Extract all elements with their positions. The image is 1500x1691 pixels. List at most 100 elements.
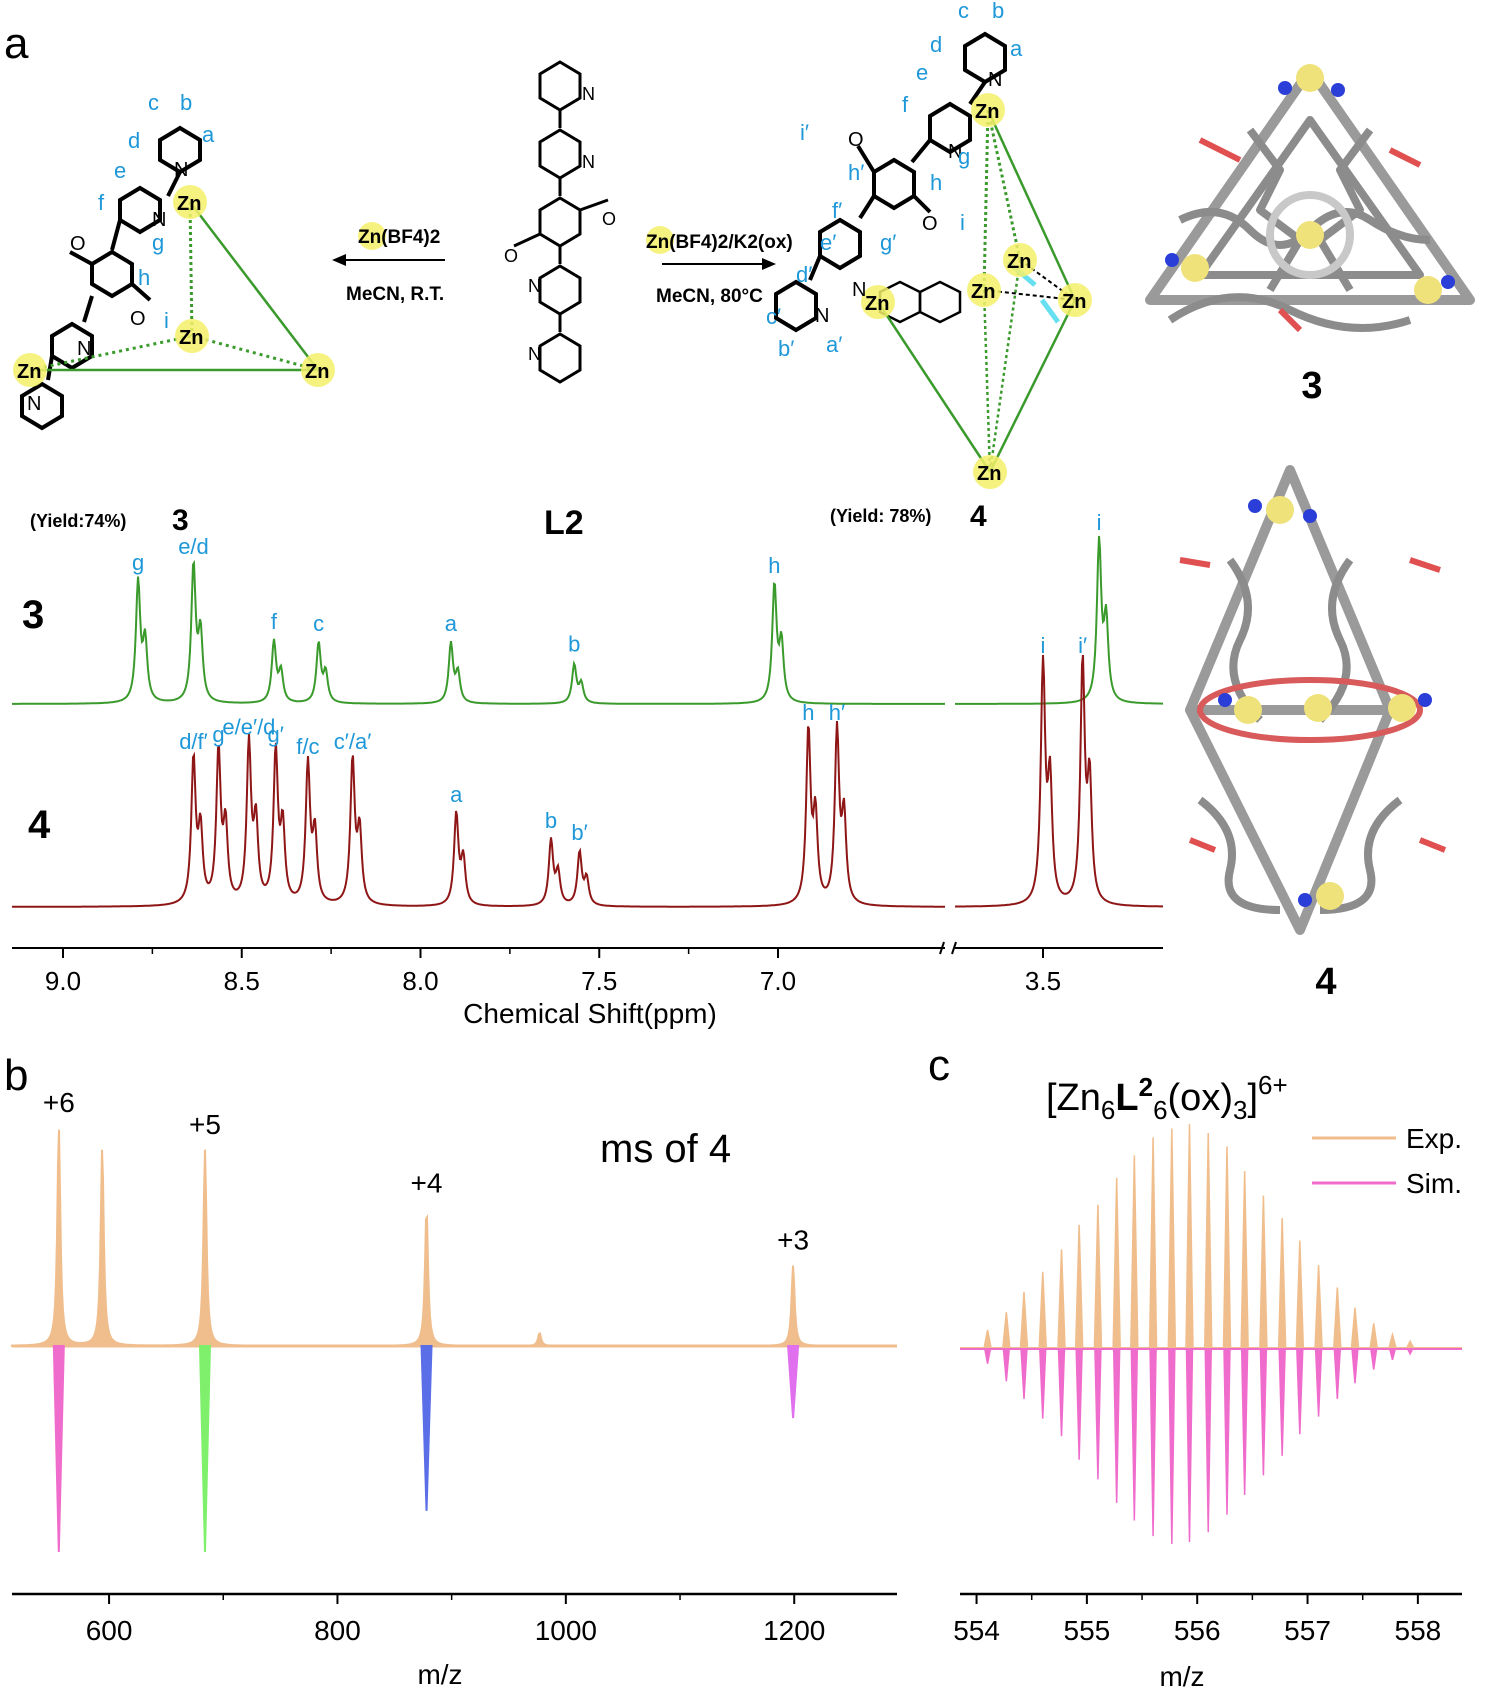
svg-text:e′: e′	[820, 230, 836, 255]
ms-charge-label: +3	[777, 1224, 809, 1255]
iso-sim-peak	[1057, 1347, 1066, 1437]
compound-label-3: 3	[172, 504, 189, 537]
svg-text:b: b	[992, 0, 1004, 23]
nmr-peak-label: c′/a′	[334, 729, 372, 754]
o-label: O	[70, 233, 86, 255]
compound-label-4: 4	[970, 500, 987, 533]
iso-sim-peak	[1314, 1347, 1323, 1417]
nmr-xlabel: Chemical Shift(ppm)	[463, 998, 717, 1029]
iso-sim-peak	[1185, 1347, 1194, 1543]
iso-sim-peak	[1240, 1347, 1249, 1496]
svg-text:d: d	[128, 128, 140, 153]
nmr-spectrum-3	[12, 559, 945, 705]
nmr-row-label-3: 3	[22, 593, 44, 637]
nmr-peak-label: b′	[571, 820, 587, 845]
iso-tick-label: 554	[953, 1615, 1000, 1646]
nmr-row-label-4: 4	[28, 803, 51, 847]
svg-text:a: a	[1010, 36, 1023, 61]
ms-tick-label: 1000	[535, 1615, 597, 1646]
iso-sim-peak	[1130, 1347, 1139, 1521]
nmr-peak-label: b	[568, 632, 580, 657]
legend-label-sim: Sim.	[1406, 1168, 1462, 1199]
zn-label: Zn	[179, 327, 203, 349]
iso-sim-peak	[1278, 1347, 1286, 1456]
iso-exp-peak	[1093, 1204, 1103, 1349]
svg-text:e: e	[916, 60, 928, 85]
nmr-peak-label: h	[768, 553, 780, 578]
iso-sim-peak	[1369, 1347, 1378, 1370]
reagent-left: Zn(BF4)2	[358, 227, 440, 248]
condition-left: MeCN, R.T.	[346, 284, 444, 305]
crystal-structure-3	[1145, 64, 1475, 333]
isotope-title: [Zn6L26(ox)3]6+	[1046, 1070, 1288, 1125]
nmr-peak-label: f	[271, 609, 278, 634]
nmr-spectrum-4	[954, 654, 1163, 908]
n-label: N	[852, 279, 866, 301]
svg-text:a: a	[202, 122, 215, 147]
iso-exp-peak	[1185, 1123, 1194, 1349]
svg-text:f: f	[98, 190, 105, 215]
nmr-peak-label: a	[445, 611, 458, 636]
iso-exp-peak	[1130, 1155, 1139, 1349]
iso-sim-peak	[1204, 1347, 1213, 1533]
n-label: N	[174, 159, 188, 181]
svg-text:g: g	[958, 144, 970, 169]
zn-label: Zn	[1062, 291, 1086, 313]
nmr-peak-label: i′	[1078, 633, 1087, 658]
iso-exp-peak	[1057, 1249, 1066, 1349]
iso-exp-peak	[1295, 1240, 1305, 1349]
iso-sim-peak	[1333, 1347, 1342, 1400]
iso-exp-peak	[1350, 1307, 1360, 1349]
ms-tick-label: 1200	[763, 1615, 825, 1646]
iso-xlabel: m/z	[1159, 1661, 1204, 1691]
svg-text:f′: f′	[832, 198, 842, 223]
n-label: N	[948, 141, 962, 163]
iso-exp-peak	[1167, 1128, 1177, 1349]
svg-text:a′: a′	[826, 332, 842, 357]
svg-text:b′: b′	[778, 336, 794, 361]
n-label: N	[77, 338, 91, 360]
nmr-tick-label: 7.5	[581, 966, 617, 996]
nmr-peak-label: c	[313, 611, 324, 636]
ligand-structure	[513, 60, 609, 384]
panel-label-c: c	[928, 1041, 950, 1090]
yield-3: (Yield:74%)	[30, 511, 126, 531]
zn-label: Zn	[1007, 251, 1031, 273]
reaction-arrow-left: Zn(BF4)2 MeCN, R.T.	[332, 222, 445, 305]
iso-exp-peak	[1369, 1323, 1379, 1349]
ligand-n: N	[582, 152, 595, 172]
nmr-peak-label: g′	[268, 722, 284, 747]
o-label: O	[922, 213, 938, 235]
zn-cage-3: Zn Zn Zn Zn N N N N O O	[13, 159, 335, 415]
iso-sim-peak	[1002, 1347, 1011, 1382]
ligand-n: N	[528, 276, 541, 296]
nmr-axis-break	[939, 941, 957, 955]
iso-exp-peak	[1019, 1291, 1029, 1349]
ligand-o: O	[504, 246, 518, 266]
iso-sim-peak	[1075, 1347, 1083, 1460]
iso-exp-peak	[1222, 1146, 1232, 1349]
iso-exp-peak	[1405, 1339, 1415, 1349]
ms-sim-peak	[52, 1345, 65, 1553]
zn-cage-4: Zn Zn Zn Zn Zn Zn N N N N O O	[815, 69, 1092, 489]
nmr-spectrum-4	[12, 720, 945, 908]
zn-label: Zn	[971, 281, 995, 303]
ms-sim-peak	[420, 1345, 433, 1511]
zn-label: Zn	[17, 361, 41, 383]
svg-text:h: h	[138, 265, 150, 290]
svg-text:g′: g′	[880, 230, 896, 255]
ligand-o: O	[602, 209, 616, 229]
iso-sim-peak	[1223, 1347, 1231, 1515]
ms-xlabel: m/z	[417, 1659, 462, 1690]
iso-exp-peak	[983, 1329, 992, 1349]
ms-tick-label: 600	[86, 1615, 133, 1646]
ms-charge-label: +5	[189, 1109, 221, 1140]
reagent-right: Zn(BF4)2/K2(ox)	[646, 232, 793, 253]
nmr-peak-label: b	[545, 808, 557, 833]
svg-text:g: g	[152, 230, 164, 255]
